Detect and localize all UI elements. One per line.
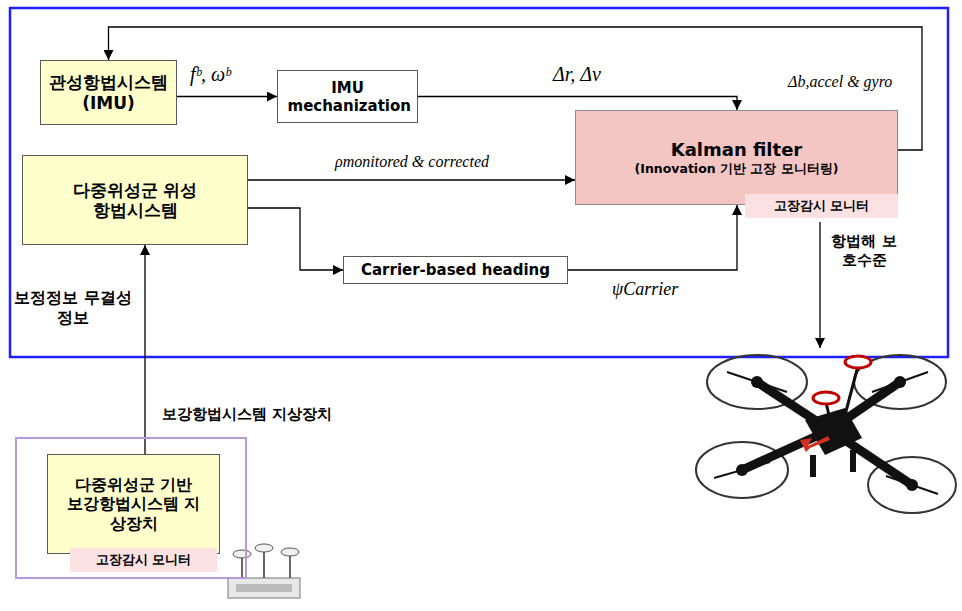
ground-antenna-illustration-part bbox=[236, 584, 292, 592]
node-text: 고장감시 모니터 bbox=[774, 198, 870, 214]
drone-illustration-part-part bbox=[805, 408, 862, 455]
process-box: IMU mechanization bbox=[277, 70, 418, 123]
edge-label: Δb,accel & gyro bbox=[788, 72, 892, 92]
drone-illustration-part-part bbox=[800, 436, 830, 452]
ground-antenna-illustration bbox=[228, 544, 300, 598]
drone-illustration-part-part bbox=[845, 366, 858, 415]
ground-antenna-illustration-part bbox=[233, 550, 251, 558]
drone-illustration-part-part bbox=[727, 372, 787, 392]
process-box: Carrier-based heading bbox=[343, 256, 568, 284]
system-box: 다중위성군 기반 보강항법시스템 지상장치 bbox=[47, 454, 220, 554]
drone-illustration-part bbox=[714, 372, 938, 494]
output-arrow bbox=[819, 222, 820, 348]
drone-illustration bbox=[696, 355, 956, 513]
edge-label: fᵇ, ωᵇ bbox=[190, 62, 230, 87]
drone-illustration-part bbox=[800, 356, 871, 452]
node-text: Carrier-based heading bbox=[361, 261, 550, 279]
ground-antenna-illustration-part bbox=[281, 548, 299, 556]
system-box: 다중위성군 위성항법시스템 bbox=[22, 155, 248, 245]
edge-label: 보정정보 무결성정보 bbox=[12, 288, 134, 328]
drone-illustration-part-part bbox=[810, 455, 816, 477]
drone-illustration-part-part bbox=[906, 479, 918, 491]
monitor-tag: 고장감시 모니터 bbox=[70, 548, 217, 572]
drone-illustration-part-part bbox=[813, 392, 839, 404]
ground-group: 보강항법시스템 지상장치다중위성군 기반 보강항법시스템 지상장치고장감시 모니… bbox=[15, 437, 247, 579]
node-text: 관성항법시스템 (IMU) bbox=[46, 72, 171, 113]
drone-illustration-part-part bbox=[886, 476, 938, 494]
node-text: 다중위성군 기반 보강항법시스템 지상장치 bbox=[66, 475, 201, 533]
drone-illustration-part bbox=[742, 382, 912, 485]
edge-label: ψCarrier bbox=[612, 278, 678, 301]
connector-arrow bbox=[248, 179, 575, 180]
drone-illustration-part-part bbox=[845, 356, 871, 368]
drone-illustration-part-part bbox=[696, 442, 788, 498]
ground-antenna-illustration-part bbox=[241, 556, 243, 578]
node-text: (Innovation 기반 고장 모니터링) bbox=[635, 161, 839, 176]
drone-illustration-part-part bbox=[751, 376, 763, 388]
node-text: IMU mechanization bbox=[288, 79, 408, 115]
group-heading: 보강항법시스템 지상장치 bbox=[162, 405, 332, 424]
node-text: 다중위성군 위성항법시스템 bbox=[70, 180, 200, 221]
edge-label: Δr, Δv bbox=[553, 62, 601, 87]
drone-illustration-part bbox=[736, 376, 918, 491]
connector-arrow bbox=[418, 97, 737, 111]
filter-box: Kalman filter(Innovation 기반 고장 모니터링) bbox=[575, 110, 898, 205]
connector-arrow bbox=[144, 245, 145, 454]
edge-label: ρmonitored & corrected bbox=[335, 152, 489, 172]
output-label: 항법해 보호수준 bbox=[826, 232, 902, 270]
system-boundary bbox=[10, 8, 948, 357]
node-text: 고장감시 모니터 bbox=[96, 552, 192, 568]
ground-antenna-illustration-part bbox=[263, 550, 265, 578]
monitor-tag: 고장감시 모니터 bbox=[745, 194, 898, 218]
node-text: Kalman filter bbox=[671, 139, 802, 161]
drone-illustration-part-part bbox=[894, 376, 906, 388]
connector-arrow bbox=[177, 96, 277, 97]
connector-arrow bbox=[568, 205, 737, 270]
drone-illustration-part-part bbox=[872, 372, 928, 392]
drone-illustration-part bbox=[696, 355, 956, 513]
drone-illustration-part-part bbox=[714, 462, 770, 478]
drone-illustration-part-part bbox=[736, 464, 748, 476]
connector-arrow bbox=[248, 208, 343, 270]
ground-antenna-illustration-part bbox=[289, 554, 291, 578]
ground-antenna-illustration-part bbox=[255, 544, 273, 552]
system-box: 관성항법시스템 (IMU) bbox=[40, 60, 177, 125]
drone-illustration-part-part bbox=[850, 450, 856, 472]
ground-antenna-illustration-part bbox=[228, 578, 300, 598]
